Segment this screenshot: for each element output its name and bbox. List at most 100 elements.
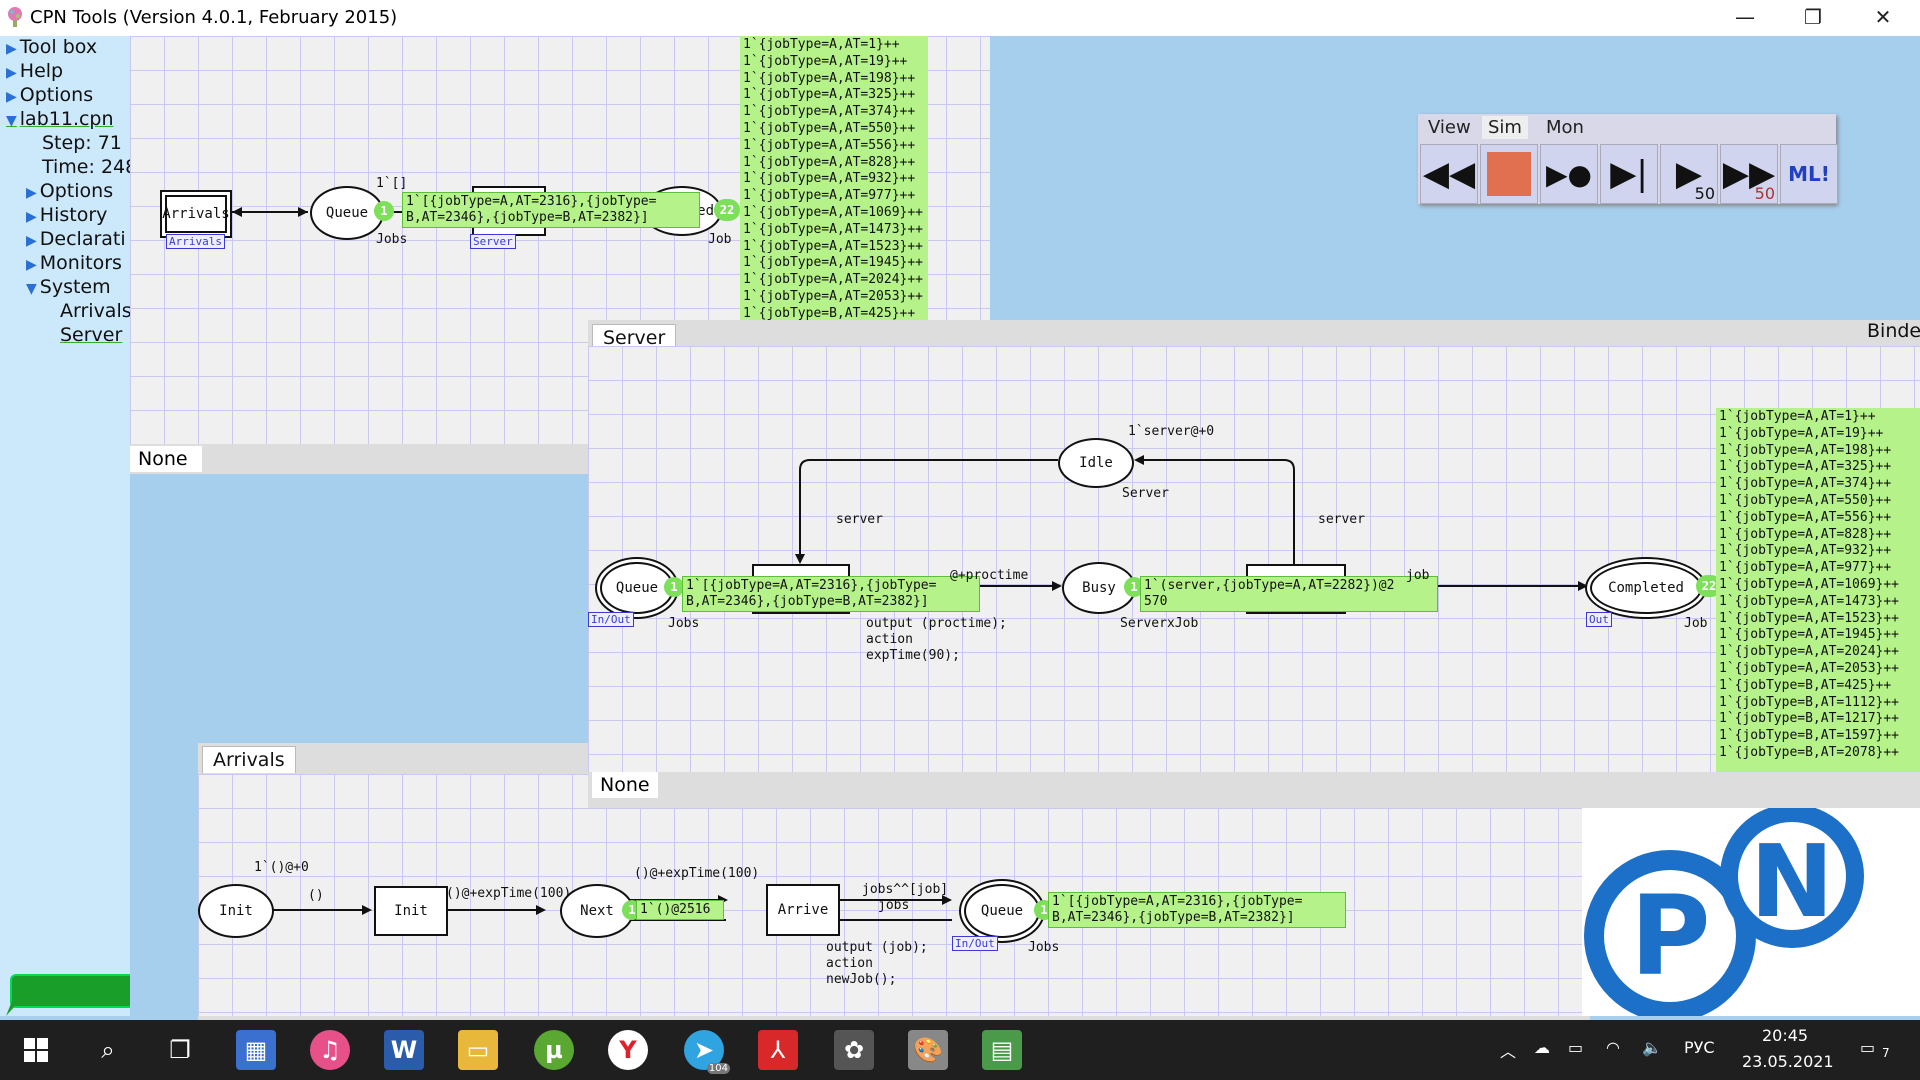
taskbar-telegram[interactable]: ➤104 bbox=[684, 1030, 730, 1074]
index-page-arrivals[interactable]: Arrivals bbox=[60, 300, 132, 322]
step-forward-button[interactable]: ▶| bbox=[1600, 144, 1658, 204]
workspace: Arrivals Arrivals Queue 1`[] 1 Jobs Serv… bbox=[130, 36, 1920, 1023]
arrivals-next-place[interactable]: Next bbox=[560, 884, 634, 938]
ff-count: 50 bbox=[1754, 184, 1775, 203]
ml-evaluate-button[interactable]: ML! bbox=[1780, 144, 1838, 204]
idle-place[interactable]: Idle bbox=[1058, 438, 1134, 488]
top-queue-token[interactable]: 1 bbox=[374, 201, 394, 221]
input-language[interactable]: РУС bbox=[1684, 1038, 1715, 1057]
folder-icon: ▭ bbox=[466, 1036, 490, 1064]
arc-proctime: @+proctime bbox=[950, 568, 1029, 583]
top-queue-init-marking: 1`[] bbox=[376, 176, 408, 191]
server-queue-place[interactable]: Queue bbox=[600, 562, 674, 614]
restore-button[interactable]: ❐ bbox=[1804, 5, 1822, 29]
arrivals-next-marking[interactable]: 1`()@2516 bbox=[636, 900, 724, 920]
task-view-icon: ❐ bbox=[169, 1036, 191, 1064]
notification-center-icon[interactable]: ▭ bbox=[1860, 1038, 1876, 1057]
arc-server-right: server bbox=[1318, 512, 1365, 527]
index-step: Step: 71 bbox=[42, 132, 122, 154]
top-completed-marking-list[interactable]: 1`{jobType=A,AT=1}++ 1`{jobType=A,AT=19}… bbox=[740, 36, 928, 350]
rewind-button[interactable]: ◀◀ bbox=[1420, 144, 1478, 204]
top-queue-marking[interactable]: 1`[{jobType=A,AT=2316},{jobType= B,AT=23… bbox=[402, 192, 700, 228]
index-page-server[interactable]: Server bbox=[60, 324, 123, 346]
completed-port-tag: Out bbox=[1586, 612, 1612, 627]
arrive-transition[interactable]: Arrive bbox=[766, 884, 840, 936]
tab-mon[interactable]: Mon bbox=[1546, 117, 1584, 138]
busy-marking[interactable]: 1`(server,{jobType=A,AT=2282})@2 570 bbox=[1140, 576, 1438, 612]
tab-view[interactable]: View bbox=[1428, 117, 1471, 138]
top-queue-place[interactable]: Queue bbox=[310, 186, 384, 240]
minimize-button[interactable]: — bbox=[1735, 5, 1755, 29]
windows-logo-icon bbox=[24, 1038, 48, 1062]
server-none-tab[interactable]: None bbox=[592, 772, 658, 798]
tab-sim[interactable]: Sim bbox=[1482, 116, 1528, 139]
server-page-canvas[interactable]: Idle 1`server@+0 Server server server Qu… bbox=[588, 346, 1920, 772]
index-item-help[interactable]: ▶Help bbox=[6, 60, 64, 82]
arrivals-page-canvas[interactable]: Init 1`()@+0 () Init ()@+expTime(100) Ne… bbox=[198, 774, 1590, 1016]
top-queue-type: Jobs bbox=[376, 232, 408, 247]
search-button[interactable]: ⌕ bbox=[88, 1030, 128, 1070]
palette-icon: 🎨 bbox=[913, 1036, 943, 1064]
taskbar-microsoft-store[interactable]: ▦ bbox=[236, 1030, 276, 1070]
busy-token[interactable]: 1 bbox=[1124, 577, 1144, 597]
index-item-monitors[interactable]: ▶Monitors bbox=[26, 252, 122, 274]
cpn-logo-graphic: P N bbox=[1584, 806, 1864, 1016]
play-single-step-button[interactable]: ▶● bbox=[1540, 144, 1598, 204]
index-item-declarations[interactable]: ▶Declarati bbox=[26, 228, 126, 250]
completed-marking-list[interactable]: 1`{jobType=A,AT=1}++ 1`{jobType=A,AT=19}… bbox=[1716, 408, 1920, 772]
arrivals-init-transition[interactable]: Init bbox=[374, 886, 448, 936]
server-queue-port-tag: In/Out bbox=[588, 612, 634, 627]
top-completed-token[interactable]: 22 bbox=[714, 199, 740, 221]
clock-date[interactable]: 23.05.2021 bbox=[1742, 1052, 1834, 1071]
ml-icon: ML! bbox=[1788, 162, 1830, 186]
volume-icon[interactable]: 🔈 bbox=[1642, 1038, 1662, 1057]
close-button[interactable]: ✕ bbox=[1874, 5, 1892, 29]
status-bubble-tail bbox=[6, 996, 24, 1016]
index-item-options[interactable]: ▶Options bbox=[6, 84, 94, 106]
index-item-system[interactable]: ▼System bbox=[26, 276, 111, 298]
server-queue-type: Jobs bbox=[668, 616, 700, 631]
taskbar-acrobat[interactable]: ⅄ bbox=[758, 1030, 798, 1070]
index-item-history[interactable]: ▶History bbox=[26, 204, 108, 226]
binder-label: Binde bbox=[1867, 320, 1920, 342]
arrivals-init-place[interactable]: Init bbox=[198, 884, 274, 938]
windows-taskbar: ⌕ ❐ ▦ ♫ W ▭ µ Y ➤104 ⅄ ✿ 🎨 ▤ ︿ ☁ ▭ ◠ 🔈 Р… bbox=[0, 1020, 1920, 1080]
server-queue-marking[interactable]: 1`[{jobType=A,AT=2316},{jobType= B,AT=23… bbox=[682, 576, 980, 612]
taskbar-word[interactable]: W bbox=[384, 1030, 424, 1070]
svg-text:N: N bbox=[1750, 823, 1834, 940]
taskbar-paint[interactable]: 🎨 bbox=[908, 1030, 948, 1070]
battery-icon[interactable]: ▭ bbox=[1568, 1038, 1584, 1057]
taskbar-itunes[interactable]: ♫ bbox=[310, 1030, 350, 1070]
taskbar-app-chart[interactable]: ▤ bbox=[982, 1030, 1022, 1070]
play-button[interactable]: ▶50 bbox=[1660, 144, 1718, 204]
task-view-button[interactable]: ❐ bbox=[160, 1030, 200, 1070]
top-page-none-tab[interactable]: None bbox=[130, 446, 202, 472]
tray-overflow-chevron-icon[interactable]: ︿ bbox=[1500, 1042, 1517, 1061]
wifi-icon[interactable]: ◠ bbox=[1606, 1038, 1620, 1057]
fast-forward-button[interactable]: ▶▶50 bbox=[1720, 144, 1778, 204]
clock-time[interactable]: 20:45 bbox=[1762, 1026, 1809, 1045]
arrivals-queue-marking[interactable]: 1`[{jobType=A,AT=2316},{jobType= B,AT=23… bbox=[1048, 892, 1346, 928]
top-completed-type: Job bbox=[708, 232, 732, 247]
stop-button[interactable] bbox=[1480, 144, 1538, 204]
server-queue-token[interactable]: 1 bbox=[664, 577, 684, 597]
onedrive-icon[interactable]: ☁ bbox=[1534, 1038, 1550, 1057]
index-item-net-options[interactable]: ▶Options bbox=[26, 180, 114, 202]
arrivals-arc-exptime100: ()@+expTime(100) bbox=[446, 886, 572, 901]
start-button[interactable] bbox=[16, 1030, 56, 1070]
step-forward-icon: ▶| bbox=[1610, 154, 1648, 194]
arrivals-subst-transition[interactable]: Arrivals bbox=[160, 190, 232, 238]
index-item-net-file[interactable]: ▼lab11.cpn bbox=[6, 108, 114, 130]
taskbar-yandex-browser[interactable]: Y bbox=[608, 1030, 648, 1070]
taskbar-file-explorer[interactable]: ▭ bbox=[458, 1030, 498, 1070]
completed-token[interactable]: 22 bbox=[1696, 575, 1722, 597]
taskbar-utorrent[interactable]: µ bbox=[534, 1030, 574, 1070]
arrivals-queue-place[interactable]: Queue bbox=[964, 884, 1040, 938]
completed-place[interactable]: Completed bbox=[1590, 562, 1702, 614]
index-item-toolbox[interactable]: ▶Tool box bbox=[6, 36, 98, 58]
telegram-icon: ➤ bbox=[693, 1036, 715, 1064]
taskbar-cpn-tools[interactable]: ✿ bbox=[834, 1030, 874, 1070]
arrive-code-segment: output (job); action newJob(); bbox=[826, 940, 928, 987]
pdf-icon: ⅄ bbox=[770, 1036, 786, 1064]
tab-arrivals[interactable]: Arrivals bbox=[202, 746, 296, 773]
